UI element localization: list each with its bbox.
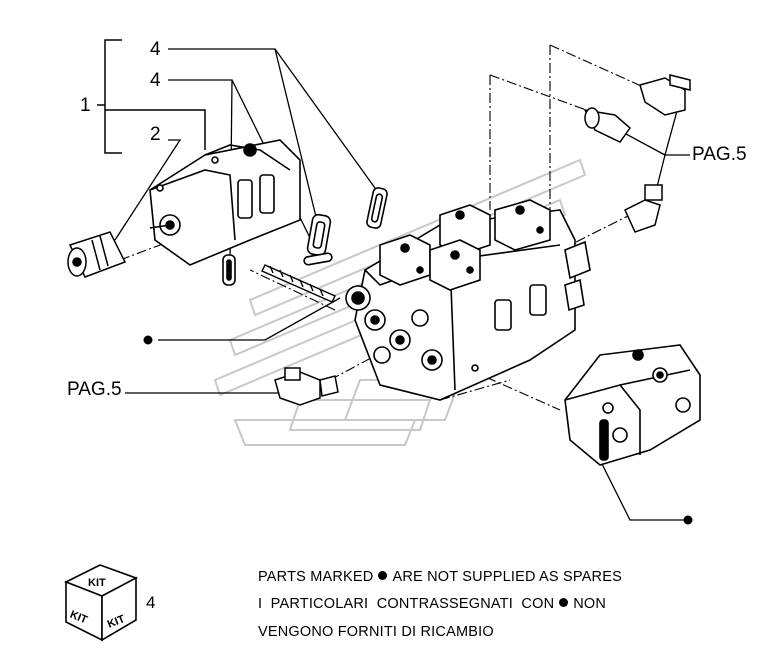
solenoid-coil xyxy=(67,231,127,278)
callout-1: 1 xyxy=(80,95,91,116)
note-line-2: I PARTICOLARI CONTRASSEGNATI CON NON xyxy=(258,596,606,612)
bullet-marker-right xyxy=(683,515,693,525)
kit-cube-icon xyxy=(64,564,138,642)
control-valve-stack xyxy=(345,199,591,401)
note-line-2-a: I PARTICOLARI CONTRASSEGNATI CON xyxy=(258,596,555,612)
callout-4a: 4 xyxy=(150,39,161,60)
group-bracket xyxy=(97,39,206,154)
kit-number: 4 xyxy=(146,593,156,612)
note-line-1: PARTS MARKED ARE NOT SUPPLIED AS SPARES xyxy=(258,569,622,585)
bullet-icon xyxy=(378,571,388,580)
callout-pag5-left: PAG.5 xyxy=(67,379,122,400)
bullet-icon xyxy=(559,598,569,607)
note-line-1-a: PARTS MARKED xyxy=(258,569,374,585)
note-line-1-b: ARE NOT SUPPLIED AS SPARES xyxy=(392,569,622,585)
hydraulic-fittings-right xyxy=(583,74,691,233)
callout-4b: 4 xyxy=(150,70,161,91)
inlet-cover-body xyxy=(149,139,301,266)
seal-rings xyxy=(222,187,388,286)
callout-pag5-right: PAG.5 xyxy=(692,144,747,165)
bullet-marker-left xyxy=(143,335,153,345)
note-line-3: VENGONO FORNITI DI RICAMBIO xyxy=(258,624,494,640)
note-line-3-text: VENGONO FORNITI DI RICAMBIO xyxy=(258,624,494,640)
callout-2: 2 xyxy=(150,124,161,145)
elbow-fitting-left xyxy=(274,367,339,406)
kit-label-top: KIT xyxy=(88,577,106,589)
tie-rod xyxy=(261,264,336,303)
outlet-end-cover xyxy=(564,344,701,466)
note-line-2-b: NON xyxy=(573,596,607,612)
